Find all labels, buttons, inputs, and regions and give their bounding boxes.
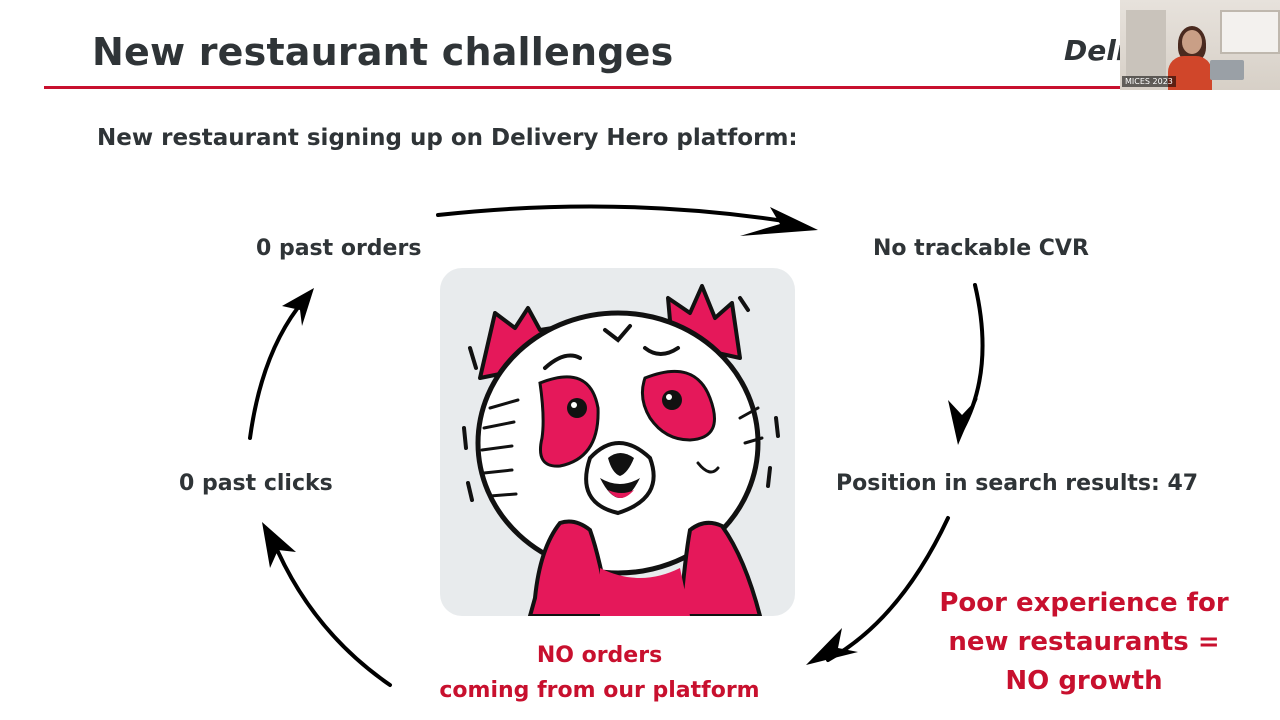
arrowhead-noorders-icon (806, 628, 858, 665)
slide-title: New restaurant challenges (92, 30, 674, 74)
webcam-window (1220, 10, 1280, 54)
node-past-orders: 0 past orders (256, 236, 422, 261)
callout-line2: new restaurants = (948, 627, 1220, 657)
webcam-presenter (1182, 30, 1202, 54)
node-past-clicks: 0 past clicks (179, 471, 333, 496)
node-search-position: Position in search results: 47 (836, 471, 1199, 496)
callout-line3: NO growth (1005, 666, 1163, 696)
title-rule (44, 86, 1280, 89)
node-no-orders: NO orders coming from our platform (437, 638, 762, 708)
webcam-background (1126, 10, 1166, 82)
slide-subtitle: New restaurant signing up on Delivery He… (97, 125, 798, 151)
laptop-icon (1210, 60, 1244, 80)
callout-conclusion: Poor experience for new restaurants = NO… (934, 584, 1234, 701)
mascot-card (440, 268, 795, 616)
arrowhead-cvr-icon (740, 207, 818, 236)
panda-mascot-icon (462, 284, 780, 616)
arrowhead-position-icon (948, 398, 978, 445)
arrowhead-clicks-icon (262, 522, 296, 568)
callout-line1: Poor experience for (939, 588, 1229, 618)
no-orders-line2: coming from our platform (439, 678, 760, 703)
webcam-video: MICES 2023 (1120, 0, 1280, 90)
arrow-noorders-to-clicks (270, 536, 392, 687)
arrow-orders-to-cvr (436, 204, 792, 224)
webcam-label: MICES 2023 (1122, 76, 1176, 87)
brand-logo: Deli (1064, 34, 1120, 67)
arrow-position-to-noorders (826, 516, 950, 662)
arrow-clicks-to-orders (248, 298, 306, 440)
arrowhead-orders-icon (282, 288, 314, 326)
no-orders-line1: NO orders (536, 643, 663, 668)
node-no-trackable-cvr: No trackable CVR (873, 236, 1089, 261)
